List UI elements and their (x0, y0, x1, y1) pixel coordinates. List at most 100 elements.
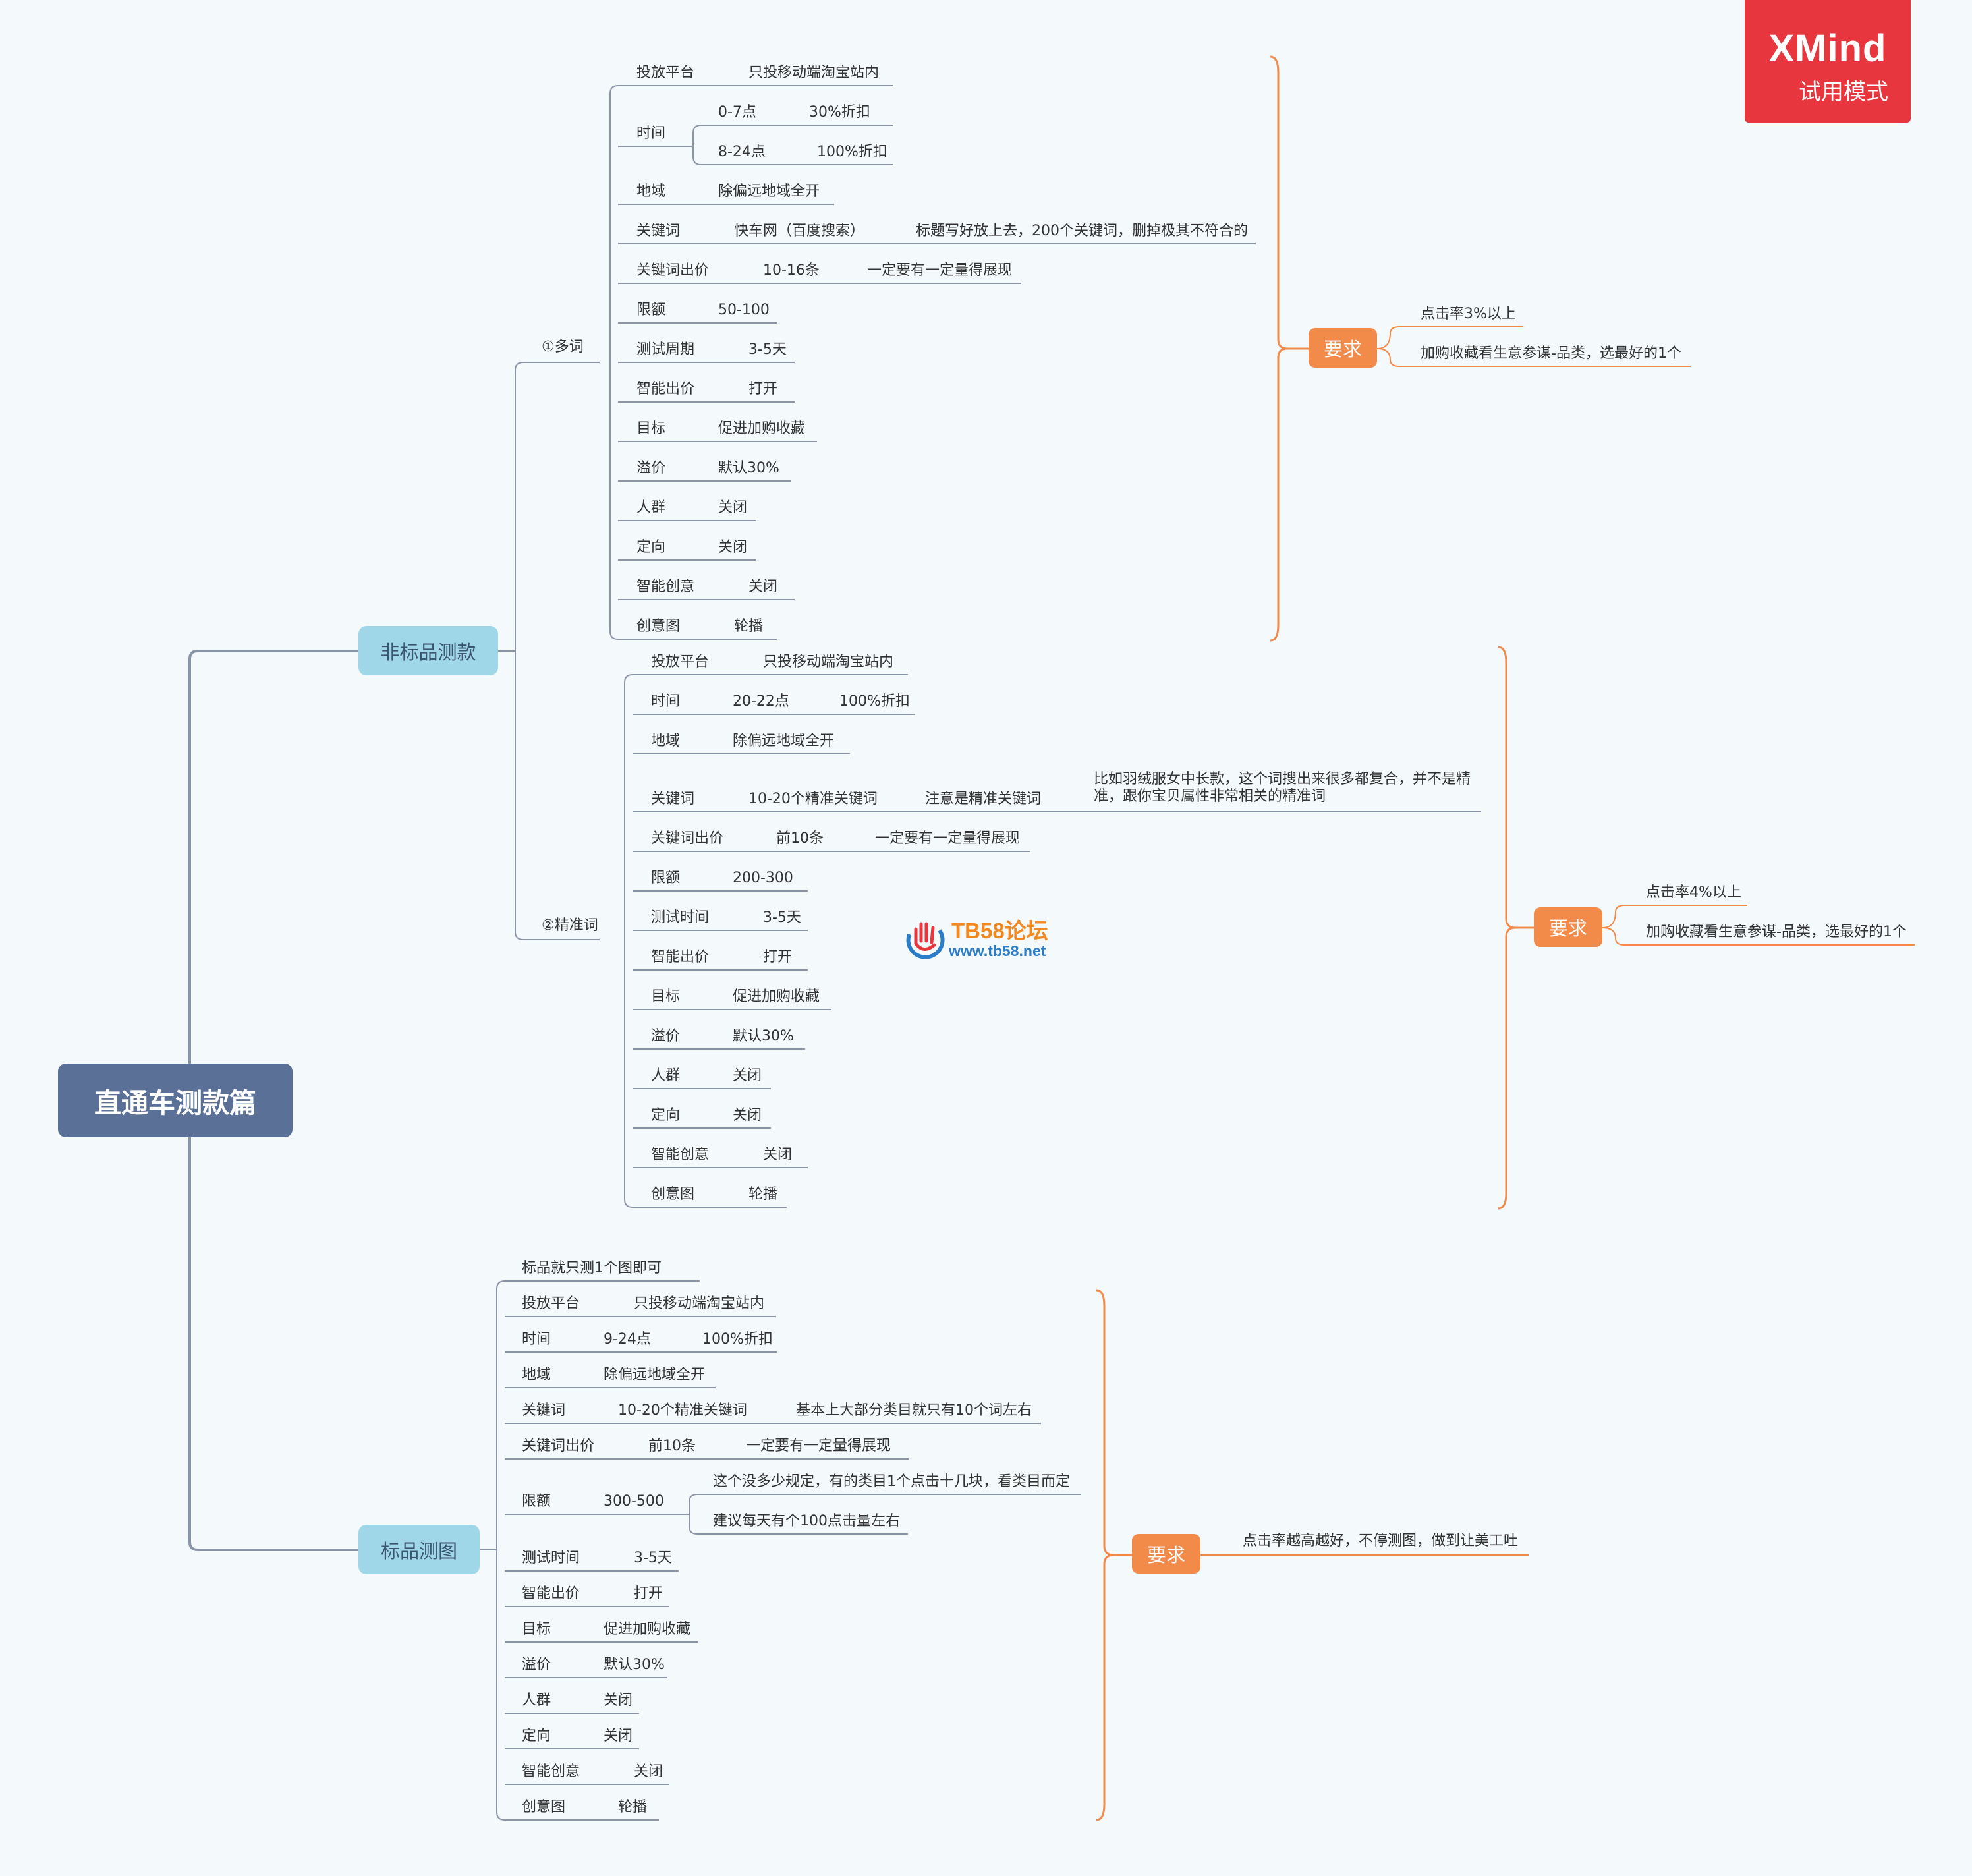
requirement-precise[interactable]: 要求 (1534, 907, 1602, 947)
standard_rows-row-5-col-0[interactable]: 关键词出价 (522, 1438, 595, 1454)
standard_rows-row-0-col-0[interactable]: 标品就只测1个图即可 (522, 1260, 662, 1276)
precise_rows-row-13-col-1[interactable]: 轮播 (748, 1186, 778, 1203)
precise_rows-row-1-col-2[interactable]: 100%折扣 (839, 693, 910, 710)
multi_rows-row-8-col-1[interactable]: 促进加购收藏 (718, 420, 806, 437)
precise_rows-row-3-col-2[interactable]: 注意是精准关键词 (925, 791, 1042, 807)
standard_rows-row-8-col-1[interactable]: 打开 (634, 1585, 663, 1602)
standard_rows-row-1-col-0[interactable]: 投放平台 (522, 1295, 580, 1312)
multi_rows-row-2-col-1[interactable]: 除偏远地域全开 (718, 183, 820, 200)
precise_rows-row-4-col-0[interactable]: 关键词出价 (651, 830, 724, 847)
precise_rows-row-1-col-0[interactable]: 时间 (651, 693, 681, 710)
multi_rows-row-4-col-1[interactable]: 10-16条 (763, 262, 820, 279)
multi_rows-row-13-col-0[interactable]: 创意图 (636, 618, 681, 635)
subbranch-precise[interactable]: ②精准词 (542, 917, 598, 934)
multi_rows-row-6-col-0[interactable]: 测试周期 (636, 341, 695, 358)
standard_rows-row-7-col-0[interactable]: 测试时间 (522, 1550, 580, 1566)
standard_rows-row-3-col-1[interactable]: 除偏远地域全开 (604, 1367, 706, 1383)
multi_rows-row-11-col-0[interactable]: 定向 (636, 539, 666, 555)
precise_rows-row-11-col-1[interactable]: 关闭 (733, 1107, 762, 1123)
precise_rows-row-5-col-1[interactable]: 200-300 (733, 870, 793, 886)
precise_requirements-item-1[interactable]: 加购收藏看生意参谋-品类，选最好的1个 (1646, 924, 1907, 940)
standard_rows-row-2-col-2[interactable]: 100%折扣 (702, 1331, 773, 1348)
precise_rows-row-6-col-1[interactable]: 3-5天 (763, 909, 801, 926)
branch-nonstandard[interactable]: 非标品测款 (358, 626, 498, 675)
multi_rows-row-11-col-1[interactable]: 关闭 (718, 539, 748, 555)
standard_rows-row-5-col-1[interactable]: 前10条 (648, 1438, 696, 1454)
multi_rows-row-1-col-0[interactable]: 时间 (636, 125, 666, 142)
precise_rows-row-7-col-1[interactable]: 打开 (763, 949, 793, 965)
standard_rows-row-14-col-1[interactable]: 轮播 (618, 1799, 648, 1815)
precise_rows-row-11-col-0[interactable]: 定向 (651, 1107, 681, 1123)
multi-time-1-discount[interactable]: 100%折扣 (817, 144, 887, 160)
standard_rows-row-10-col-0[interactable]: 溢价 (522, 1657, 551, 1673)
branch-standard[interactable]: 标品测图 (358, 1525, 480, 1574)
multi_rows-row-3-col-2[interactable]: 标题写好放上去，200个关键词，删掉极其不符合的 (916, 223, 1248, 239)
standard_rows-row-13-col-1[interactable]: 关闭 (634, 1763, 663, 1780)
multi_rows-row-12-col-1[interactable]: 关闭 (748, 579, 778, 595)
multi_rows-row-3-col-1[interactable]: 快车网（百度搜索） (734, 223, 865, 239)
multi_rows-row-6-col-1[interactable]: 3-5天 (748, 341, 787, 358)
standard_rows-row-11-col-1[interactable]: 关闭 (604, 1692, 633, 1709)
multi_rows-row-5-col-0[interactable]: 限额 (636, 302, 666, 318)
multi-time-0-range[interactable]: 0-7点 (718, 104, 756, 121)
standard_rows-row-4-col-0[interactable]: 关键词 (522, 1402, 566, 1419)
multi_rows-row-0-col-1[interactable]: 只投移动端淘宝站内 (748, 65, 880, 81)
standard_requirements-item-0[interactable]: 点击率越高越好，不停测图，做到让美工吐 (1243, 1533, 1519, 1549)
multi_rows-row-10-col-0[interactable]: 人群 (636, 499, 666, 516)
multi_rows-row-5-col-1[interactable]: 50-100 (718, 302, 770, 318)
precise_rows-row-0-col-1[interactable]: 只投移动端淘宝站内 (763, 654, 894, 670)
precise_rows-row-0-col-0[interactable]: 投放平台 (651, 654, 710, 670)
multi_requirements-item-1[interactable]: 加购收藏看生意参谋-品类，选最好的1个 (1421, 345, 1681, 362)
standard_rows-row-4-col-1[interactable]: 10-20个精准关键词 (618, 1402, 747, 1419)
precise_rows-row-9-col-0[interactable]: 溢价 (651, 1028, 681, 1044)
precise_rows-row-3-col-0[interactable]: 关键词 (651, 791, 695, 807)
multi-time-0-discount[interactable]: 30%折扣 (809, 104, 870, 121)
budget-note-0[interactable]: 这个没多少规定，有的类目1个点击十几块，看类目而定 (713, 1473, 1070, 1490)
multi_rows-row-7-col-0[interactable]: 智能出价 (636, 381, 695, 397)
standard_rows-row-7-col-1[interactable]: 3-5天 (634, 1550, 672, 1566)
standard_rows-row-10-col-1[interactable]: 默认30% (604, 1657, 665, 1673)
multi_rows-row-8-col-0[interactable]: 目标 (636, 420, 666, 437)
multi_rows-row-13-col-1[interactable]: 轮播 (734, 618, 764, 635)
multi_rows-row-0-col-0[interactable]: 投放平台 (636, 65, 695, 81)
standard_rows-row-12-col-0[interactable]: 定向 (522, 1728, 551, 1744)
budget-note-1[interactable]: 建议每天有个100点击量左右 (713, 1513, 900, 1529)
multi_rows-row-10-col-1[interactable]: 关闭 (718, 499, 748, 516)
precise_rows-row-4-col-1[interactable]: 前10条 (776, 830, 824, 847)
multi_requirements-item-0[interactable]: 点击率3%以上 (1421, 306, 1516, 322)
standard_rows-row-6-col-1[interactable]: 300-500 (604, 1493, 664, 1510)
standard_rows-row-2-col-0[interactable]: 时间 (522, 1331, 551, 1348)
standard_rows-row-3-col-0[interactable]: 地域 (522, 1367, 551, 1383)
multi_rows-row-4-col-0[interactable]: 关键词出价 (636, 262, 710, 279)
precise_rows-row-9-col-1[interactable]: 默认30% (733, 1028, 794, 1044)
precise_rows-row-5-col-0[interactable]: 限额 (651, 870, 681, 886)
standard_rows-row-2-col-1[interactable]: 9-24点 (604, 1331, 651, 1348)
precise_rows-row-3-col-1[interactable]: 10-20个精准关键词 (748, 791, 878, 807)
precise_rows-row-1-col-1[interactable]: 20-22点 (733, 693, 789, 710)
root-topic[interactable]: 直通车测款篇 (58, 1064, 293, 1137)
standard_rows-row-5-col-2[interactable]: 一定要有一定量得展现 (746, 1438, 891, 1454)
standard_rows-row-4-col-2[interactable]: 基本上大部分类目就只有10个词左右 (796, 1402, 1032, 1419)
precise_rows-row-10-col-1[interactable]: 关闭 (733, 1067, 762, 1084)
precise_requirements-item-0[interactable]: 点击率4%以上 (1646, 884, 1741, 901)
standard_rows-row-9-col-0[interactable]: 目标 (522, 1621, 551, 1637)
standard_rows-row-8-col-0[interactable]: 智能出价 (522, 1585, 580, 1602)
multi_rows-row-3-col-0[interactable]: 关键词 (636, 223, 681, 239)
precise_rows-row-12-col-0[interactable]: 智能创意 (651, 1147, 710, 1163)
precise_rows-row-4-col-2[interactable]: 一定要有一定量得展现 (875, 830, 1021, 847)
multi_rows-row-7-col-1[interactable]: 打开 (748, 381, 778, 397)
precise_rows-row-10-col-0[interactable]: 人群 (651, 1067, 681, 1084)
requirement-standard[interactable]: 要求 (1132, 1534, 1200, 1574)
standard_rows-row-13-col-0[interactable]: 智能创意 (522, 1763, 580, 1780)
subbranch-multi[interactable]: ①多词 (542, 339, 584, 355)
precise_rows-row-2-col-0[interactable]: 地域 (651, 733, 681, 749)
standard_rows-row-14-col-0[interactable]: 创意图 (522, 1799, 566, 1815)
precise_rows-row-13-col-0[interactable]: 创意图 (651, 1186, 695, 1203)
standard_rows-row-9-col-1[interactable]: 促进加购收藏 (604, 1621, 691, 1637)
precise_rows-row-12-col-1[interactable]: 关闭 (763, 1147, 793, 1163)
precise_rows-row-3-col-3[interactable]: 比如羽绒服女中长款，这个词搜出来很多都复合，并不是精准，跟你宝贝属性非常相关的精… (1094, 771, 1471, 805)
standard_rows-row-6-col-0[interactable]: 限额 (522, 1493, 551, 1510)
precise_rows-row-7-col-0[interactable]: 智能出价 (651, 949, 710, 965)
standard_rows-row-12-col-1[interactable]: 关闭 (604, 1728, 633, 1744)
multi_rows-row-2-col-0[interactable]: 地域 (636, 183, 666, 200)
